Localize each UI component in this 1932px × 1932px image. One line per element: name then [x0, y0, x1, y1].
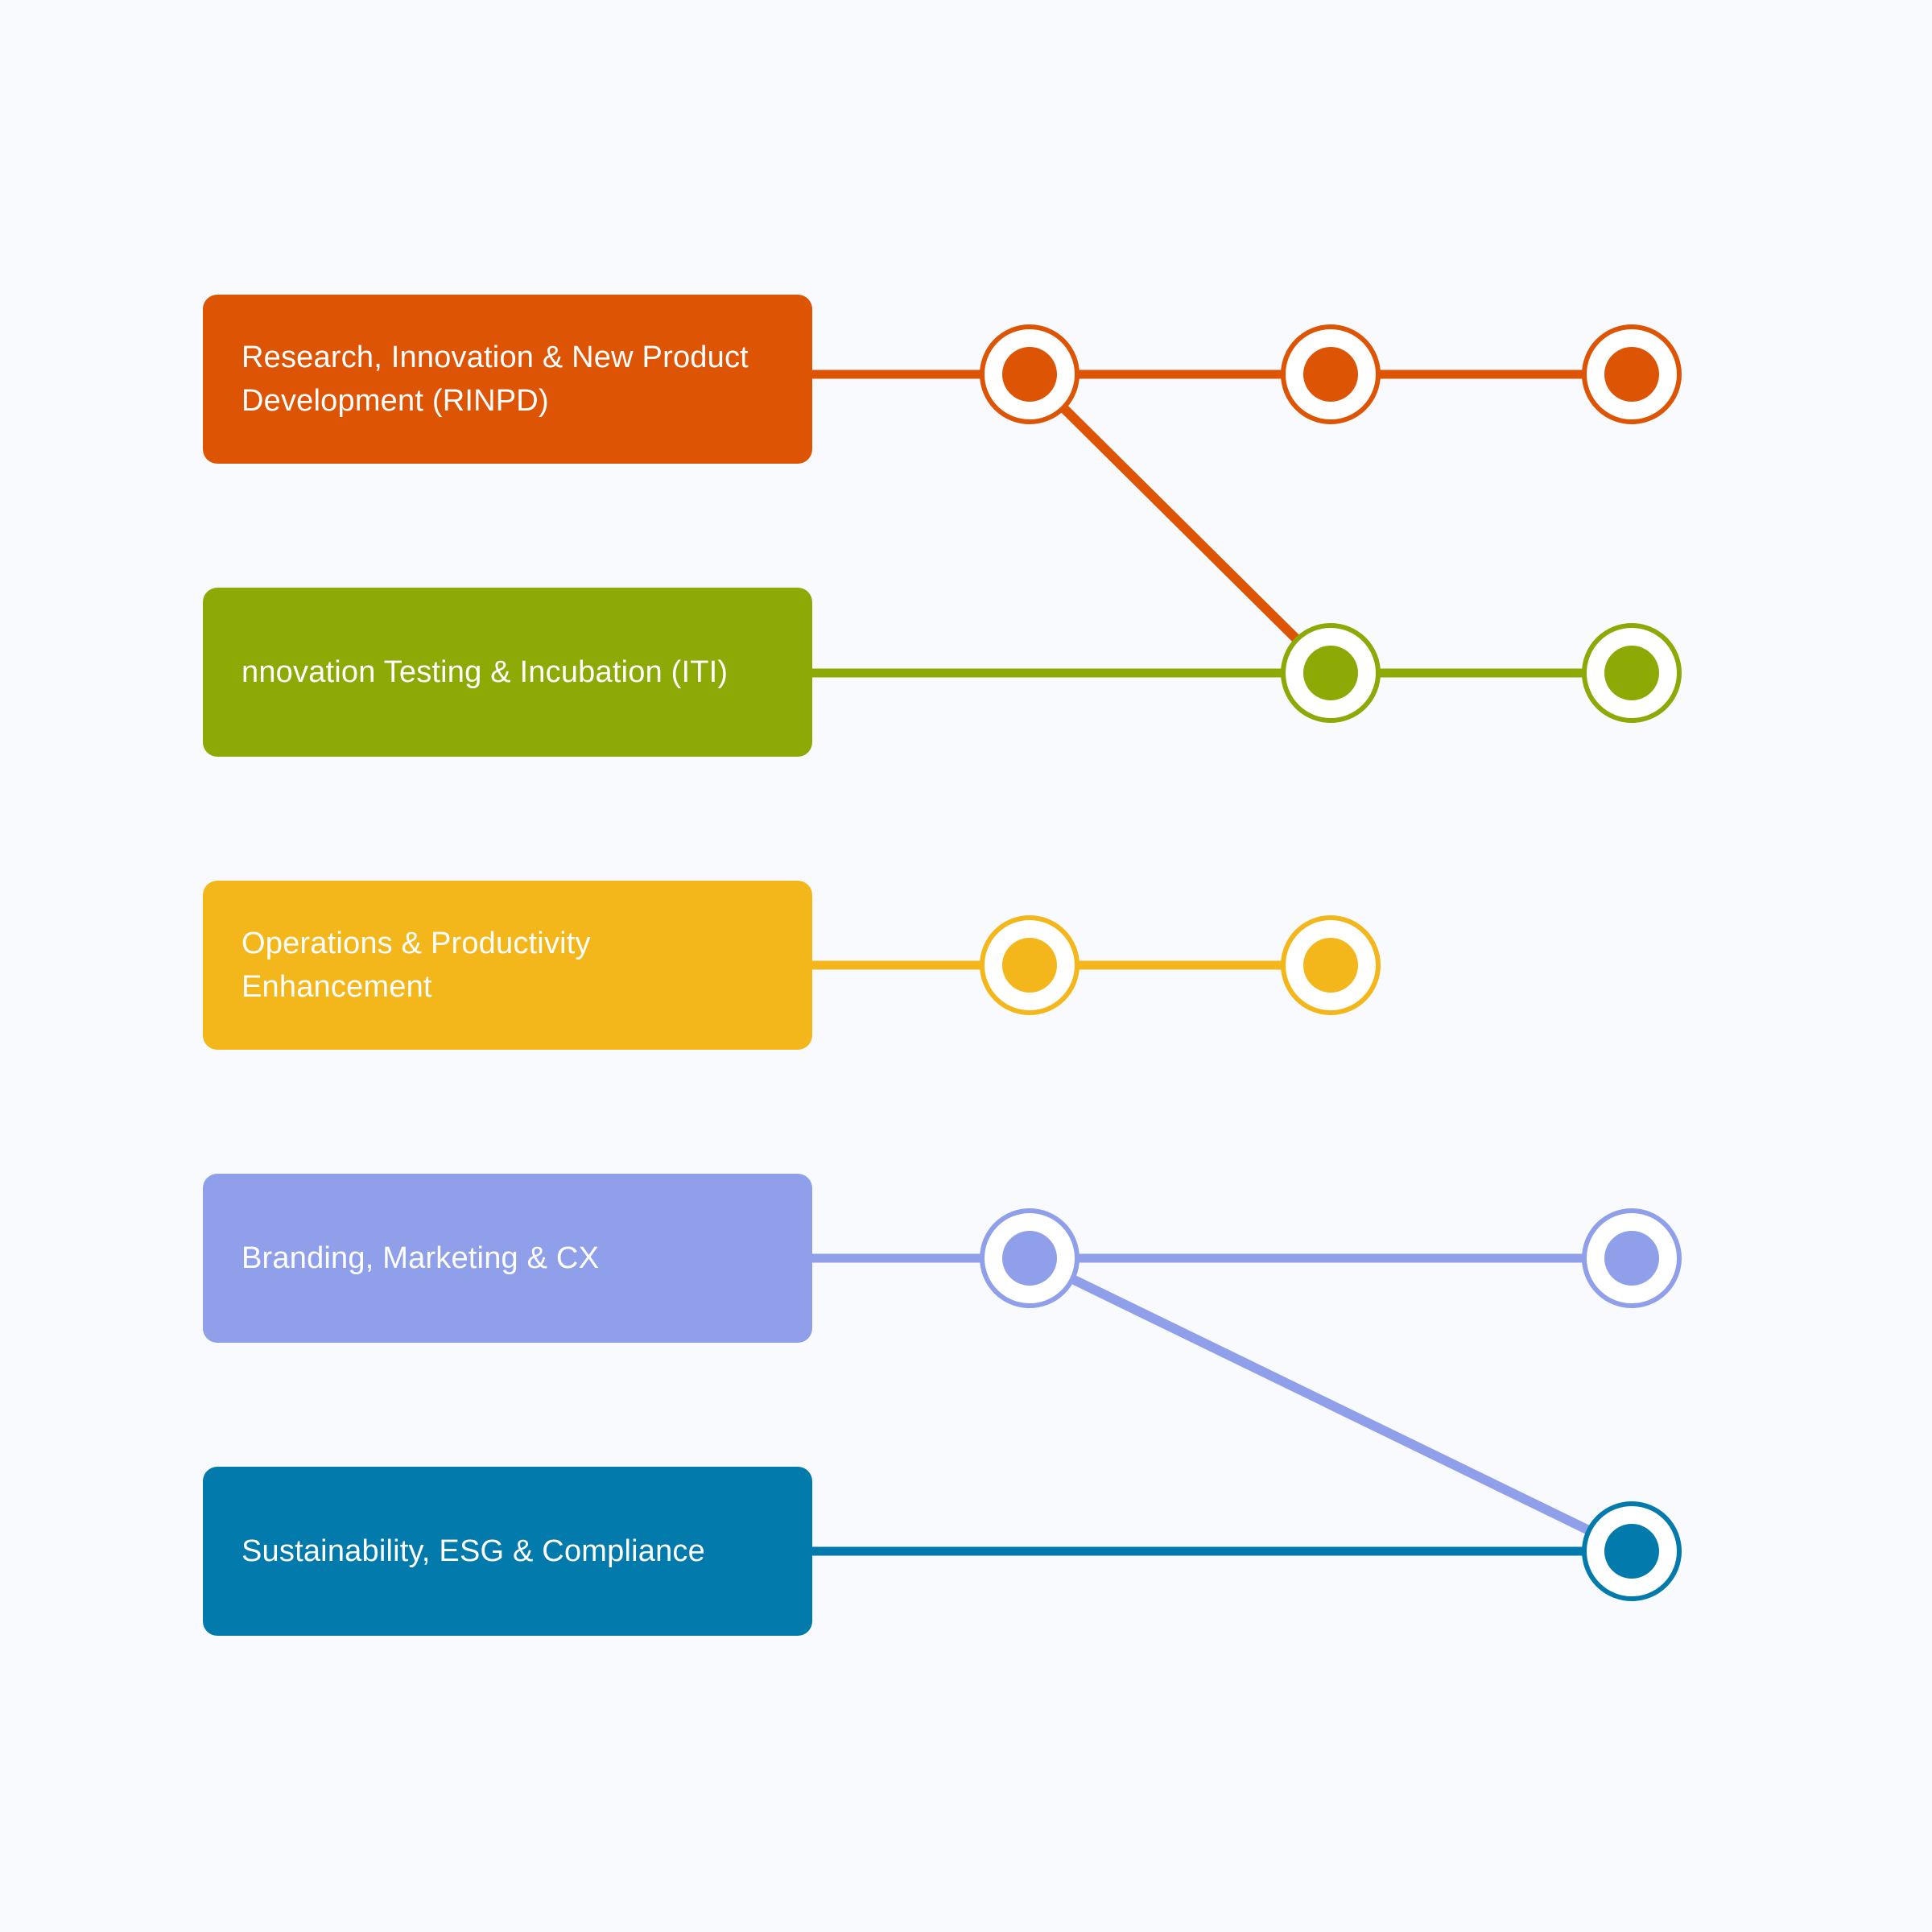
track-box-ope[interactable]: Operations & Productivity Enhancement	[203, 881, 812, 1050]
station-dot-bmcx-1	[1002, 1231, 1057, 1286]
station-dot-iti-3	[1604, 646, 1659, 700]
track-box-bmcx[interactable]: Branding, Marketing & CX	[203, 1174, 812, 1343]
station-dot-rinpd-2	[1303, 347, 1358, 402]
track-box-rinpd[interactable]: Research, Innovation & New Product Devel…	[203, 295, 812, 464]
station-dot-ope-2	[1303, 938, 1358, 993]
track-label-iti: nnovation Testing & Incubation (ITI)	[242, 655, 729, 689]
branch-line-bmcx-to-esg	[1025, 1253, 1637, 1556]
station-dot-bmcx-3	[1604, 1231, 1659, 1286]
track-label-rinpd: Research, Innovation & New Product Devel…	[242, 341, 749, 418]
station-dot-rinpd-3	[1604, 347, 1659, 402]
station-dot-ope-1	[1002, 938, 1057, 993]
track-label-bmcx: Branding, Marketing & CX	[242, 1241, 600, 1275]
station-dot-esg-3	[1604, 1524, 1659, 1579]
branch-line-rinpd-to-iti	[1025, 369, 1335, 678]
track-box-esg[interactable]: Sustainability, ESG & Compliance	[203, 1467, 812, 1636]
track-label-esg: Sustainability, ESG & Compliance	[242, 1534, 705, 1568]
station-dot-iti-2	[1303, 646, 1358, 700]
station-dot-rinpd-1	[1002, 347, 1057, 402]
track-label-ope: Operations & Productivity Enhancement	[242, 927, 591, 1004]
track-box-iti[interactable]: nnovation Testing & Incubation (ITI)	[203, 588, 812, 757]
